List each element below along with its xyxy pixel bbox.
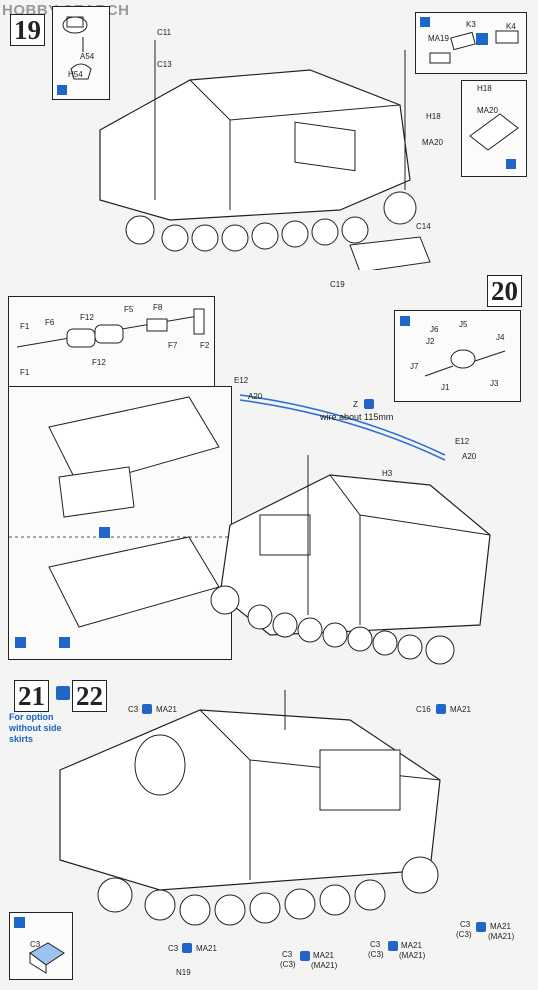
part-j6: J6 bbox=[430, 325, 439, 334]
h18-drawing bbox=[469, 113, 519, 169]
part-j4: J4 bbox=[496, 333, 505, 342]
glue-icon bbox=[420, 17, 430, 27]
part-c19: C19 bbox=[330, 280, 345, 289]
part-j3: J3 bbox=[490, 379, 499, 388]
part-h3: H3 bbox=[382, 469, 393, 478]
part-f12-bottom: F12 bbox=[92, 358, 106, 367]
k-parts-drawing bbox=[420, 17, 519, 64]
j-parts-drawing bbox=[400, 316, 506, 377]
side-skirt-drawing bbox=[9, 396, 231, 648]
step21-option-note: For option without side skirts bbox=[9, 712, 62, 744]
part-h54: H54 bbox=[68, 70, 83, 79]
part-k3: K3 bbox=[466, 20, 476, 29]
glue-icon bbox=[182, 943, 192, 953]
side-skirt-inset bbox=[8, 386, 232, 660]
part-f7: F7 bbox=[168, 341, 178, 350]
part-a54: A54 bbox=[80, 52, 95, 61]
exhaust-parts-drawing bbox=[16, 308, 205, 348]
glue-icon bbox=[436, 704, 446, 714]
part-ma21-mid2: MA21 bbox=[401, 941, 422, 950]
part-c3-mid2-paren: (C3) bbox=[368, 950, 384, 959]
part-ma21-c16: MA21 bbox=[450, 705, 471, 714]
glue-icon bbox=[400, 316, 410, 326]
part-f6: F6 bbox=[45, 318, 55, 327]
callout-h18 bbox=[461, 80, 527, 177]
part-c3-mid: C3 bbox=[282, 950, 293, 959]
exhaust-inset-box bbox=[8, 296, 215, 388]
part-c13: C13 bbox=[157, 60, 172, 69]
part-e12-left: E12 bbox=[234, 376, 249, 385]
glue-icon bbox=[476, 922, 486, 932]
part-c11: C11 bbox=[157, 28, 172, 37]
part-ma20: MA20 bbox=[422, 138, 443, 147]
part-f8: F8 bbox=[153, 303, 163, 312]
part-a20-left: A20 bbox=[248, 392, 263, 401]
glue-icon bbox=[142, 704, 152, 714]
part-ma21-top: MA21 bbox=[156, 705, 177, 714]
glue-icon bbox=[57, 85, 67, 95]
part-c16: C16 bbox=[416, 705, 431, 714]
part-c3-right: C3 bbox=[460, 920, 471, 929]
part-ma21-mid2-paren: (MA21) bbox=[399, 951, 426, 960]
part-h18-callout: H18 bbox=[477, 84, 492, 93]
part-e12-right: E12 bbox=[455, 437, 470, 446]
part-c3-top: C3 bbox=[128, 705, 139, 714]
callout-j-parts bbox=[394, 310, 521, 402]
part-ma19: MA19 bbox=[428, 34, 449, 43]
part-j1: J1 bbox=[441, 383, 450, 392]
part-ma21-mid-paren: (MA21) bbox=[311, 961, 338, 970]
antenna-wire bbox=[239, 394, 446, 461]
part-f12-top: F12 bbox=[80, 313, 94, 322]
wire-note: wire about 115mm bbox=[320, 412, 394, 422]
hatch-parts-drawing bbox=[57, 16, 92, 95]
part-ma21-right: MA21 bbox=[490, 922, 511, 931]
part-j5: J5 bbox=[459, 320, 468, 329]
part-h18: H18 bbox=[426, 112, 441, 121]
part-n19: N19 bbox=[176, 968, 191, 977]
paint-icon bbox=[59, 637, 70, 648]
step-number-20: 20 bbox=[487, 275, 522, 307]
glue-icon bbox=[14, 917, 25, 928]
glue-icon bbox=[300, 951, 310, 961]
vehicle-drawing-step20 bbox=[210, 455, 491, 665]
part-z: Z bbox=[353, 400, 358, 409]
part-c3-mid-paren: (C3) bbox=[280, 960, 296, 969]
option-icon bbox=[56, 686, 70, 700]
part-ma21-right-paren: (MA21) bbox=[488, 932, 515, 941]
z-part-icon bbox=[364, 399, 374, 409]
c3-drawing bbox=[14, 917, 65, 974]
glue-icon bbox=[15, 637, 26, 648]
part-j2: J2 bbox=[426, 337, 435, 346]
callout-k-parts bbox=[415, 12, 527, 74]
part-f1-top: F1 bbox=[20, 322, 30, 331]
step-number-19: 19 bbox=[10, 14, 45, 46]
part-c3-callout: C3 bbox=[30, 940, 41, 949]
callout-hatch-inset bbox=[52, 6, 110, 100]
part-c14: C14 bbox=[416, 222, 431, 231]
part-f2: F2 bbox=[200, 341, 210, 350]
step-number-21: 21 bbox=[14, 680, 49, 712]
part-f1-bottom: F1 bbox=[20, 368, 30, 377]
part-ma21-mid: MA21 bbox=[313, 951, 334, 960]
part-j7: J7 bbox=[410, 362, 419, 371]
vehicle-drawing-step21 bbox=[59, 690, 441, 926]
part-ma20-callout: MA20 bbox=[477, 106, 498, 115]
part-a20-right: A20 bbox=[462, 452, 477, 461]
part-c3-left: C3 bbox=[168, 944, 179, 953]
glue-icon bbox=[506, 159, 516, 169]
step-number-22: 22 bbox=[72, 680, 107, 712]
callout-c3-inset bbox=[9, 912, 73, 980]
option-icon bbox=[99, 527, 110, 538]
part-c3-mid2: C3 bbox=[370, 940, 381, 949]
vehicle-drawing-step19 bbox=[99, 40, 431, 270]
part-f5: F5 bbox=[124, 305, 134, 314]
part-ma21-left: MA21 bbox=[196, 944, 217, 953]
part-c3-right-paren: (C3) bbox=[456, 930, 472, 939]
part-k4: K4 bbox=[506, 22, 516, 31]
glue-icon bbox=[388, 941, 398, 951]
